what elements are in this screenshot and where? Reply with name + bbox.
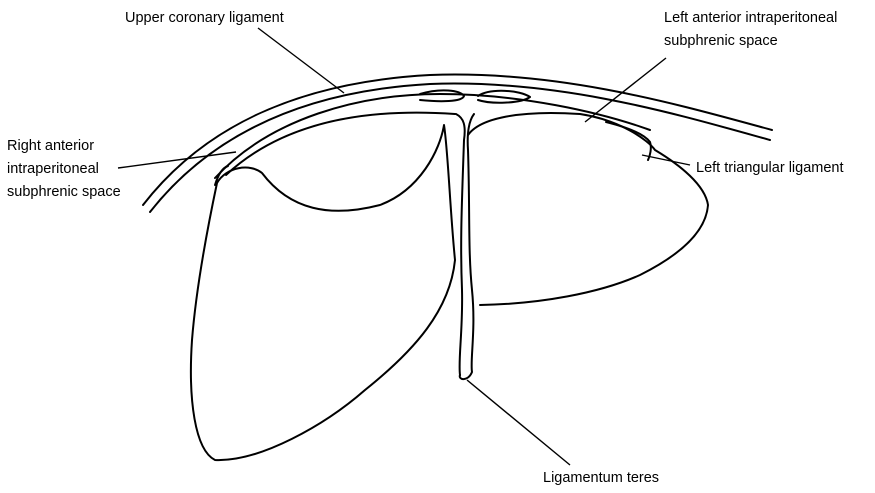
- liver-left-lobe: [468, 113, 708, 305]
- leader-upper-coronary: [258, 28, 344, 93]
- liver-right-lobe: [191, 125, 455, 460]
- label-right-anterior-line-2: intraperitoneal: [7, 161, 99, 177]
- label-left-anterior-line-1: Left anterior intraperitoneal: [664, 10, 837, 26]
- peritoneal-reflection-upper: [215, 94, 650, 178]
- coronary-ligament-blob-left: [420, 90, 464, 101]
- leader-right-anterior: [118, 152, 236, 168]
- peritoneal-reflection-lower: [226, 113, 455, 175]
- leader-left-anterior: [585, 58, 666, 122]
- label-left-triangular-ligament: Left triangular ligament: [696, 160, 844, 176]
- leader-ligamentum-teres: [467, 380, 570, 465]
- falciform-ligament-left: [456, 114, 465, 375]
- label-ligamentum-teres: Ligamentum teres: [543, 470, 659, 486]
- label-upper-coronary-ligament: Upper coronary ligament: [125, 10, 284, 26]
- label-right-anterior-line-1: Right anterior: [7, 138, 94, 154]
- diaphragm-inner-line: [150, 84, 770, 212]
- label-left-anterior-line-2: subphrenic space: [664, 33, 778, 49]
- label-right-anterior-line-3: subphrenic space: [7, 184, 121, 200]
